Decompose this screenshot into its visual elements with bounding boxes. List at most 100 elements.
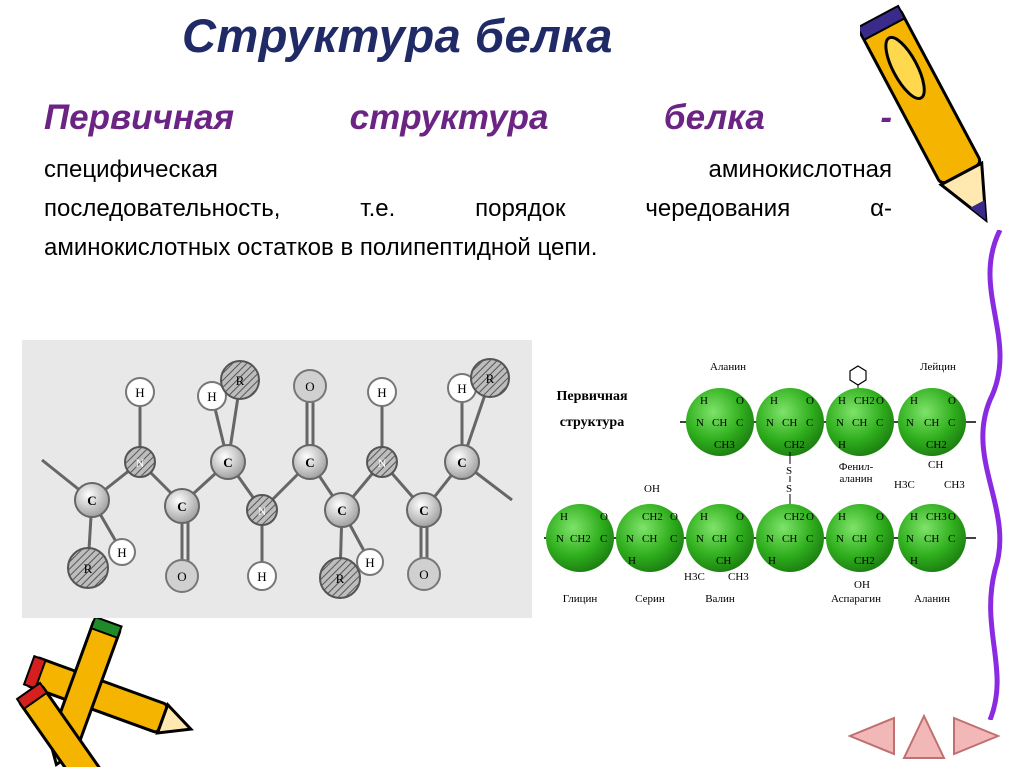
amino-acid-name: Аланин (710, 361, 746, 373)
definition-word: аминокислотная (708, 156, 892, 183)
diagram-label: Первичная (556, 389, 627, 404)
atom-label: H (838, 439, 846, 451)
atom-label: H (770, 395, 778, 407)
atom-label: C (419, 503, 428, 518)
atom-label: CH2 (784, 511, 805, 523)
atom-label: CH (852, 533, 867, 545)
atom-label: N (626, 533, 634, 545)
atom-label: CH2 (926, 439, 947, 451)
definition-line: последовательность, т.е. порядок чередов… (44, 189, 892, 228)
atom-label: O (600, 511, 608, 523)
atom-label: CH (924, 533, 939, 545)
atom-label: S (786, 483, 792, 495)
bottom-chain (544, 504, 976, 572)
atom-label: CH2 (784, 439, 805, 451)
bottom-names: Глицин Серин Валин Аспарагин Аланин (563, 593, 950, 605)
peptide-ball-stick-diagram: H H H H H H H O O O R R (22, 340, 532, 618)
atom-label: O (670, 511, 678, 523)
atom-label: C (736, 533, 743, 545)
atom-label: C (337, 503, 346, 518)
atom-label: H (135, 385, 144, 400)
prev-slide-button[interactable] (846, 714, 896, 758)
atom-label: C (305, 455, 314, 470)
atom-label: C (457, 455, 466, 470)
atom-label: O (305, 379, 314, 394)
atom-label: C (876, 417, 883, 429)
atom-label: C (948, 533, 955, 545)
atom-label: CH3 (926, 511, 947, 523)
atom-label: N (556, 533, 564, 545)
home-button[interactable] (902, 714, 946, 760)
atom-label: S (786, 465, 792, 477)
atom-label: H3C (684, 571, 705, 583)
atom-label: CH2 (642, 511, 663, 523)
atom-label: CH3 (944, 479, 965, 491)
heading-word: белка (663, 98, 765, 137)
atom-label: H (768, 555, 776, 567)
amino-acid-name: Аланин (914, 593, 950, 605)
definition-line: специфическая аминокислотная (44, 150, 892, 189)
atom-label: H (838, 511, 846, 523)
atom-label: H (457, 381, 466, 396)
amino-acid-name: аланин (839, 473, 872, 485)
amino-acid-name: Серин (635, 593, 665, 605)
atom-label: R (236, 373, 245, 388)
bottom-chain-labels: H N CH2 O C OH CH2 N CH O C H H N CH O C… (556, 483, 956, 591)
atom-label: C (600, 533, 607, 545)
atom-label: H (910, 511, 918, 523)
atom-label: H3C (894, 479, 915, 491)
next-slide-button[interactable] (952, 714, 1002, 758)
primary-structure-svg: Первичная структура Аланин Лейцин H N CH… (544, 361, 976, 605)
atom-label: CH2 (854, 395, 875, 407)
definition-word: т.е. (360, 195, 396, 222)
atom-label: H (628, 555, 636, 567)
nitrogen-atoms: N N N (124, 446, 398, 526)
definition-word: специфическая (44, 156, 218, 183)
atom-label: N (136, 456, 145, 470)
atom-label: H (700, 395, 708, 407)
primary-structure-diagram: Первичная структура Аланин Лейцин H N CH… (540, 352, 980, 612)
atom-label: H (838, 395, 846, 407)
atom-label: C (223, 455, 232, 470)
atom-label: N (836, 417, 844, 429)
atom-label: C (670, 533, 677, 545)
atom-label: H (910, 395, 918, 407)
benzene-ring-icon (849, 365, 867, 386)
atom-label: N (696, 417, 704, 429)
hydrogen-atoms: H H H H H H H (108, 373, 477, 591)
atom-label: H (700, 511, 708, 523)
atom-label: CH (712, 533, 727, 545)
atom-label: R (486, 371, 495, 386)
atom-label: CH3 (714, 439, 735, 451)
atom-label: N (258, 504, 267, 518)
atom-label: N (696, 533, 704, 545)
slide-title: Структура белка (182, 9, 613, 62)
peptide-ball-stick-svg: H H H H H H H O O O R R (41, 358, 513, 599)
atom-label: CH2 (570, 533, 591, 545)
crossed-pencils-icon (15, 618, 194, 767)
atom-label: CH (716, 555, 731, 567)
atom-label: N (836, 533, 844, 545)
atom-label: R (84, 561, 93, 576)
atom-label: R (336, 571, 345, 586)
atom-label: O (806, 511, 814, 523)
atom-label: CH (712, 417, 727, 429)
heading-word: - (880, 98, 892, 137)
heading-word: Первичная (44, 98, 235, 137)
definition-line: аминокислотных остатков в полипептидной … (44, 228, 892, 267)
top-chain-labels: H N CH O C CH3 H N CH O C CH2 H N CH CH2… (696, 395, 965, 491)
atom-label: O (948, 395, 956, 407)
atom-label: CH (782, 417, 797, 429)
atom-label: O (177, 569, 186, 584)
atom-label: H (257, 569, 266, 584)
atom-label: CH3 (728, 571, 749, 583)
atom-label: C (876, 533, 883, 545)
amino-acid-name: Лейцин (920, 361, 956, 373)
atom-label: C (736, 417, 743, 429)
definition-word: α- (870, 195, 892, 222)
atom-label: CH (928, 459, 943, 471)
amino-acid-name: Аспарагин (831, 593, 881, 605)
atom-label: O (948, 511, 956, 523)
r-groups: R R R R (67, 358, 510, 599)
atom-label: CH (924, 417, 939, 429)
